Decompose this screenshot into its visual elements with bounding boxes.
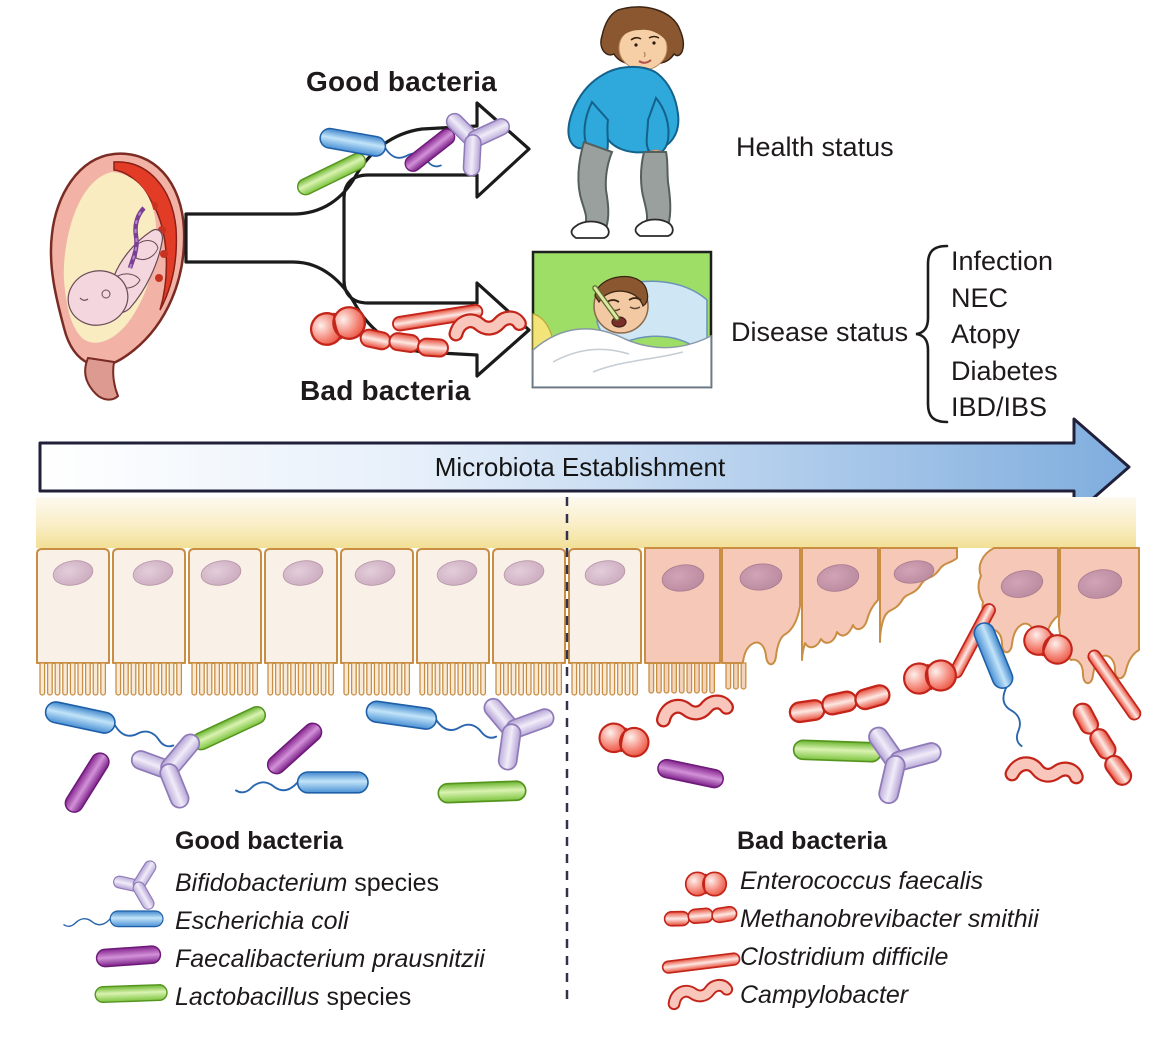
healthy-child-illustration — [567, 6, 685, 239]
bifidobacterium-icon — [461, 683, 562, 783]
microvilli — [115, 662, 183, 696]
disease-item: IBD/IBS — [951, 392, 1048, 422]
damaged-cell-nuclei — [661, 560, 1123, 599]
faecalibacterium-icon — [61, 749, 114, 817]
thermometer — [593, 286, 619, 320]
escherichia-coli-icon — [63, 910, 164, 928]
cell-nucleus — [354, 560, 396, 586]
disease-list: Infection NEC Atopy Diabetes IBD/IBS — [951, 243, 1058, 426]
faecalibacterium-icon — [263, 718, 326, 779]
good-bacteria-field — [42, 683, 562, 818]
shoe — [570, 220, 610, 239]
bad-bacteria-top-label: Bad bacteria — [300, 375, 471, 406]
hair — [594, 276, 649, 307]
faecalibacterium-icon — [95, 944, 162, 968]
lactobacillus-icon — [189, 703, 269, 754]
microvilli — [343, 662, 411, 696]
sick-child-illustration — [531, 250, 713, 389]
enterococcus-icon — [306, 302, 370, 350]
escherichia-coli-icon — [42, 699, 179, 749]
timeline-arrow-label: Microbiota Establishment — [434, 452, 726, 482]
methanobrevibacter-icon — [662, 904, 739, 929]
epithelium-healthy — [36, 548, 747, 696]
health-status-label: Health status — [736, 132, 894, 162]
blanket — [532, 328, 712, 388]
microvilli — [191, 662, 259, 696]
lactobacillus-icon — [792, 739, 883, 763]
methanobrevibacter-icon — [786, 681, 894, 727]
microvilli — [267, 662, 335, 696]
legend-item-campylobacter: Campylobacter — [740, 981, 909, 1009]
legend-item-faecalibacterium: Faecalibacterium prausnitzii — [175, 945, 485, 973]
campylobacter-icon — [672, 984, 727, 1004]
campylobacter-icon — [662, 701, 727, 720]
mucus-band — [36, 497, 1136, 548]
enterococcus-icon — [684, 871, 728, 897]
legend-item-bifidobacterium: Bifidobacterium species — [175, 869, 440, 897]
pant-leg — [577, 140, 614, 230]
clostridium-icon — [661, 951, 742, 975]
legend-bad-title: Bad bacteria — [737, 827, 888, 855]
microvilli — [419, 662, 487, 696]
lactobacillus-icon — [437, 780, 527, 804]
fetus-in-womb-illustration — [49, 152, 186, 401]
bifidobacterium-icon — [107, 855, 172, 920]
legend-item-clostridium: Clostridium difficile — [740, 943, 949, 971]
cell-nucleus — [436, 560, 478, 586]
lactobacillus-icon — [94, 983, 168, 1004]
disease-item: Diabetes — [951, 355, 1058, 386]
cell-nucleus — [52, 560, 94, 586]
legend-item-lactobacillus: Lactobacillus species — [175, 983, 412, 1011]
cervix — [84, 356, 120, 401]
microvilli — [39, 662, 107, 696]
microvilli — [495, 662, 563, 696]
shoe — [634, 218, 674, 237]
bifidobacterium-icon — [841, 711, 950, 820]
cell-nucleus — [584, 560, 626, 586]
microvilli — [725, 662, 747, 690]
faecalibacterium-icon — [655, 757, 726, 791]
timeline-arrow — [38, 417, 1131, 517]
disease-status-label: Disease status — [731, 317, 909, 347]
pant-leg — [640, 151, 672, 228]
fetus-head — [67, 270, 129, 326]
legend-item-methanobrevibacter: Methanobrevibacter smithii — [740, 905, 1039, 933]
disease-item: Infection — [951, 246, 1054, 276]
disease-item: Atopy — [951, 319, 1021, 349]
microvilli — [648, 662, 716, 694]
cell-nucleus — [503, 560, 545, 586]
enterococcus-icon — [901, 657, 959, 697]
cell-nucleus — [200, 560, 242, 586]
disease-brace — [915, 244, 949, 424]
good-bacteria-top-label: Good bacteria — [306, 66, 497, 97]
cell-nucleus — [132, 560, 174, 586]
escherichia-coli-icon — [364, 699, 500, 740]
enterococcus-icon — [595, 719, 653, 761]
fork-arrow — [184, 101, 531, 378]
campylobacter-icon — [1012, 762, 1077, 783]
legend-item-escherichia-coli: Escherichia coli — [175, 907, 349, 935]
legend-item-enterococcus: Enterococcus faecalis — [740, 867, 984, 895]
cell-nucleus — [282, 560, 324, 586]
legend-good-title: Good bacteria — [175, 827, 344, 855]
microvilli — [571, 662, 639, 696]
epithelium-damaged — [644, 547, 1140, 685]
escherichia-coli-icon — [235, 771, 369, 794]
disease-item: NEC — [951, 282, 1009, 313]
